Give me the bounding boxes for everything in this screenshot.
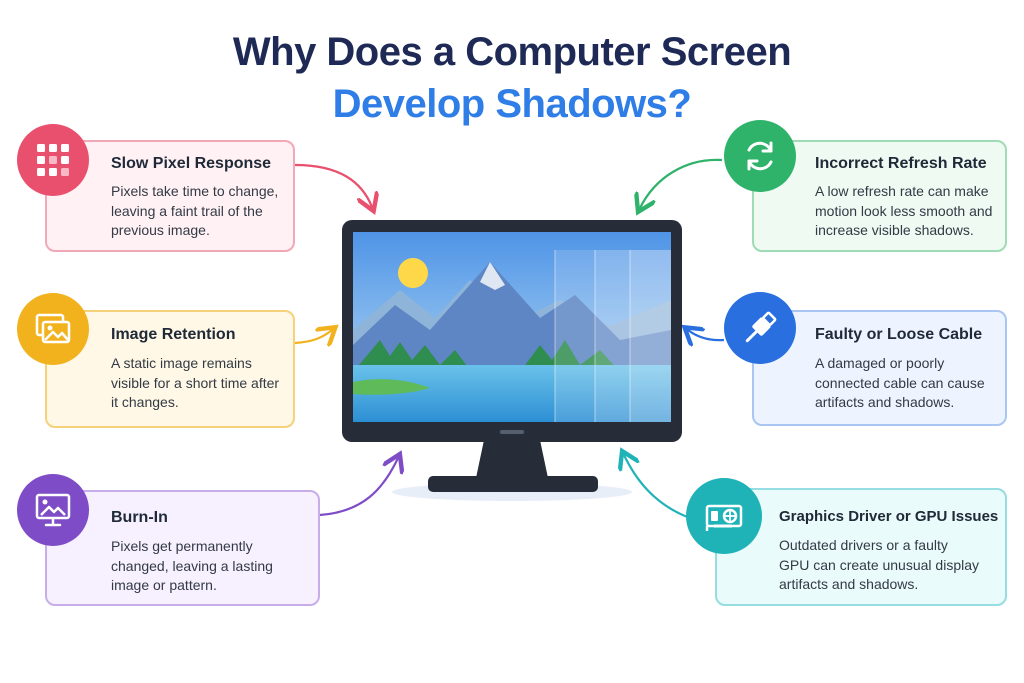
card-description: Outdated drivers or a faulty GPU can cre…	[779, 537, 979, 592]
usb-cable-icon	[724, 292, 796, 364]
card-title: Burn-In	[111, 509, 168, 526]
card-description: Pixels get permanently changed, leaving …	[111, 538, 273, 593]
image-stack-icon	[17, 293, 89, 365]
page-title: Why Does a Computer Screen	[232, 30, 792, 74]
monitor-image-icon	[17, 474, 89, 546]
arrow-cable	[688, 330, 725, 340]
card-description: A static image remains visible for a sho…	[111, 355, 280, 410]
card-title: Graphics Driver or GPU Issues	[779, 508, 999, 525]
gpu-card-icon	[686, 478, 762, 554]
card-title: Incorrect Refresh Rate	[815, 155, 987, 172]
card-description: A damaged or poorly connected cable can …	[815, 355, 985, 410]
card-description: A low refresh rate can make motion look …	[815, 183, 993, 238]
arrow-gpu	[624, 455, 691, 520]
cause-card-burn-in: Burn-In Pixels get permanently changed, …	[45, 490, 320, 606]
landscape-screen	[353, 232, 671, 422]
arrow-burn-in	[319, 458, 398, 517]
arrow-refresh-rate	[640, 158, 723, 208]
card-title: Slow Pixel Response	[111, 155, 272, 172]
page-subtitle: Develop Shadows?	[332, 82, 692, 126]
card-title: Faulty or Loose Cable	[815, 326, 983, 343]
cause-card-gpu: Graphics Driver or GPU Issues Outdated d…	[715, 488, 1007, 606]
refresh-icon	[724, 120, 796, 192]
arrow-image-retention	[294, 330, 332, 343]
card-description: Pixels take time to change, leaving a fa…	[111, 183, 279, 238]
pixel-grid-icon	[17, 124, 89, 196]
card-title: Image Retention	[111, 326, 236, 343]
arrow-slow-pixel	[294, 163, 372, 207]
